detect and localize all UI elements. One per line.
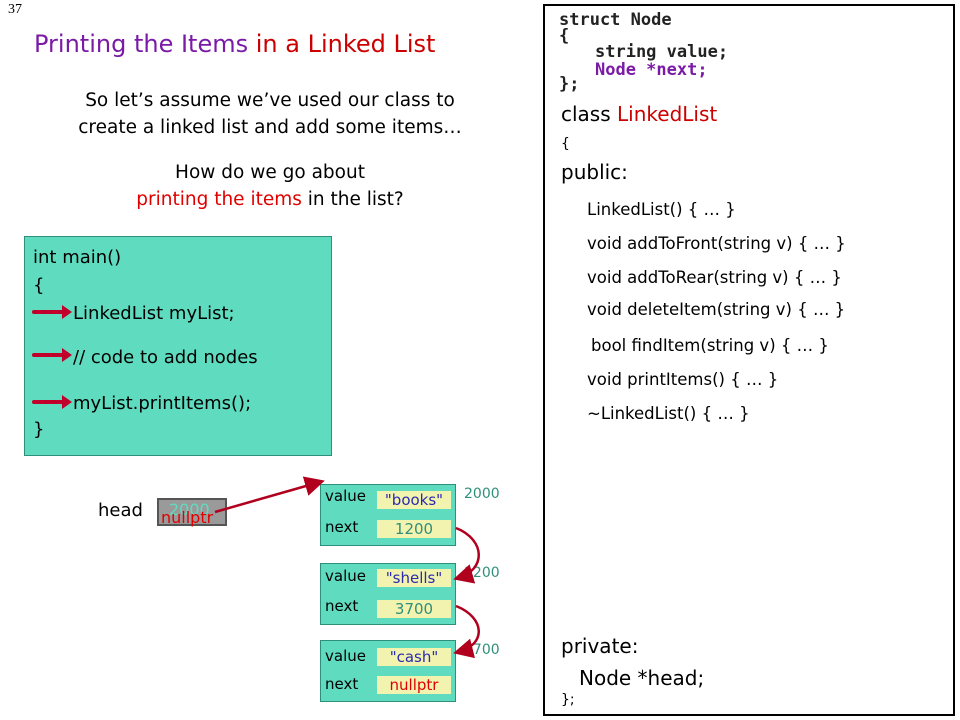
node-value-field: "books" (377, 491, 451, 509)
node-value-field: "cash" (377, 648, 451, 666)
code-print-items-call: myList.printItems(); (73, 393, 252, 414)
public-label: public: (561, 160, 628, 184)
main-code-box: int main() { LinkedList myList; // code … (24, 236, 332, 456)
class-declaration: class LinkedList (561, 102, 717, 126)
question-line2: printing the items in the list? (80, 186, 460, 213)
node-next-field: nullptr (377, 676, 451, 694)
slide-number: 37 (8, 2, 22, 17)
node-value-label: value (325, 487, 366, 505)
code-main-signature: int main() (33, 247, 122, 268)
head-old-value: 2000 (169, 500, 210, 519)
code-add-nodes-comment: // code to add nodes (73, 347, 258, 368)
execution-arrows (32, 305, 72, 409)
head-member-declaration: Node *head; (579, 666, 705, 690)
question-line1: How do we go about (175, 162, 365, 183)
struct-header: struct Node (559, 10, 672, 30)
question-text: How do we go about printing the items in… (80, 159, 460, 213)
intro-line2: create a linked list and add some items… (78, 117, 462, 138)
list-node-shells: value "shells" next 3700 (320, 563, 456, 625)
question-rest: in the list? (301, 189, 404, 210)
code-open-brace: { (33, 275, 45, 296)
arrow-right-icon (32, 348, 72, 362)
method-destructor: ~LinkedList() { … } (587, 404, 750, 423)
node-next-label: next (325, 597, 359, 615)
node-value-label: value (325, 567, 366, 585)
node1-to-node2-arrow (453, 526, 480, 584)
code-declare-list: LinkedList myList; (73, 303, 235, 324)
head-label: head (98, 500, 143, 521)
struct-open-brace: { (559, 26, 570, 46)
class-keyword: class (561, 102, 618, 126)
method-print-items: void printItems() { … } (587, 370, 779, 389)
title-part1: Printing the Items (34, 30, 249, 58)
arrow-right-icon (32, 305, 72, 319)
title-part2: in a Linked List (248, 30, 436, 58)
method-find-item: bool findItem(string v) { … } (591, 336, 829, 355)
code-close-brace: } (33, 419, 45, 440)
slide-title: Printing the Items in a Linked List (34, 30, 435, 58)
class-name: LinkedList (617, 102, 718, 126)
method-add-to-front: void addToFront(string v) { … } (587, 234, 846, 253)
class-open-brace: { (561, 136, 570, 152)
struct-close-brace: }; (559, 74, 580, 94)
method-add-to-rear: void addToRear(string v) { … } (587, 268, 842, 287)
struct-value-member: string value; (595, 42, 729, 62)
node-next-field: 3700 (377, 600, 451, 618)
node-next-label: next (325, 675, 359, 693)
list-node-cash: value "cash" next nullptr (320, 640, 456, 702)
node-value-field: "shells" (377, 569, 451, 587)
pointer-arrows (214, 476, 480, 659)
node-next-field: 1200 (377, 520, 451, 538)
private-label: private: (561, 634, 639, 658)
arrow-right-icon (32, 395, 72, 409)
question-highlight: printing the items (136, 189, 302, 210)
method-constructor: LinkedList() { … } (587, 200, 736, 219)
node-next-label: next (325, 518, 359, 536)
class-definition-panel: struct Node { string value; Node *next; … (543, 4, 955, 716)
intro-line1: So let’s assume we’ve used our class to (85, 90, 455, 111)
node-address: 2000 (464, 486, 500, 502)
node2-to-node3-arrow (453, 604, 480, 659)
method-delete-item: void deleteItem(string v) { … } (587, 300, 846, 319)
node-value-label: value (325, 647, 366, 665)
class-close-brace: }; (561, 692, 575, 708)
struct-next-member: Node *next; (595, 60, 708, 80)
head-nullptr-value: nullptr (161, 508, 214, 527)
list-node-books: value "books" next 1200 (320, 484, 456, 546)
head-to-node-arrow (214, 476, 325, 514)
